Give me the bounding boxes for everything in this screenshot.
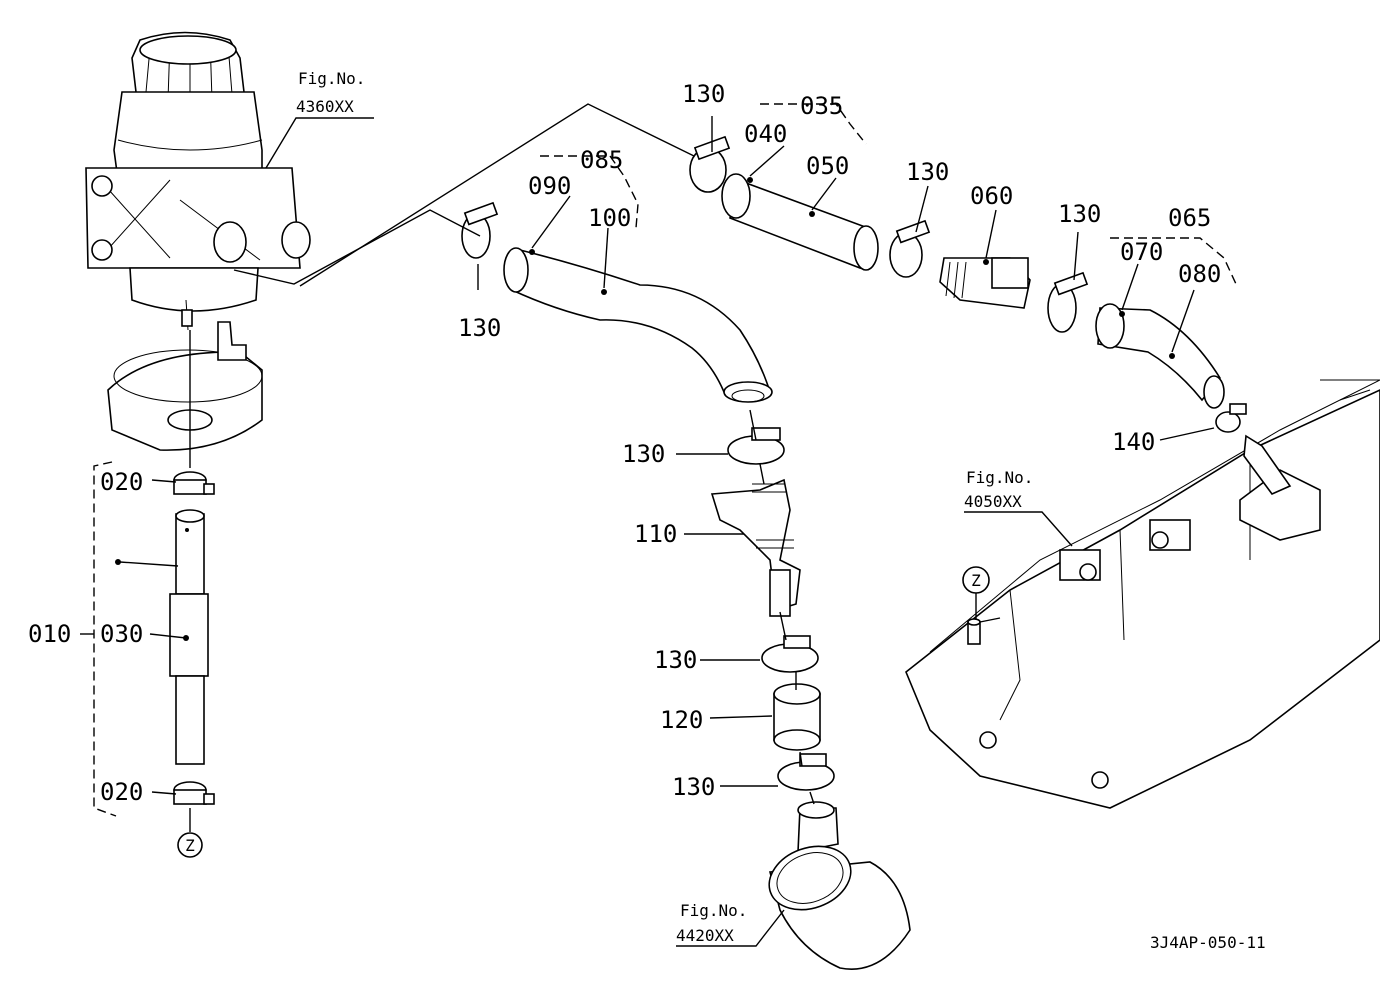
clamp-130-f <box>761 635 819 673</box>
part-label-130-b: 130 <box>682 80 725 108</box>
z-marker-bottom: Z <box>177 832 203 858</box>
bracket-035 <box>760 103 867 145</box>
part-label-060: 060 <box>970 182 1013 210</box>
elbow-080 <box>1095 303 1225 409</box>
part-label-040: 040 <box>744 120 787 148</box>
part-label-020-upper: 020 <box>100 468 143 496</box>
part-label-130-f: 130 <box>654 646 697 674</box>
fig-ref-4420-number: 4420XX <box>676 926 734 945</box>
part-label-050: 050 <box>806 152 849 180</box>
fig-ref-4420-title: Fig.No. <box>680 901 747 920</box>
part-label-030: 030 <box>100 620 143 648</box>
leader-lines <box>80 103 1215 947</box>
sleeve-120 <box>773 683 821 751</box>
clamp-130-b <box>689 135 731 193</box>
part-label-080: 080 <box>1178 260 1221 288</box>
fig-ref-4050-number: 4050XX <box>964 492 1022 511</box>
rocker-cover-4050 <box>905 379 1380 809</box>
part-label-130-a: 130 <box>458 314 501 342</box>
part-label-020-lower: 020 <box>100 778 143 806</box>
valve-110 <box>710 478 801 617</box>
part-label-140: 140 <box>1112 428 1155 456</box>
part-label-090: 090 <box>528 172 571 200</box>
hose-030 <box>169 509 209 765</box>
part-label-100: 100 <box>588 204 631 232</box>
intake-pipe-4420 <box>768 801 911 970</box>
part-label-120: 120 <box>660 706 703 734</box>
part-label-130-e: 130 <box>622 440 665 468</box>
clamp-130-a <box>461 201 499 259</box>
fig-ref-4360-title: Fig.No. <box>298 69 365 88</box>
z-marker-bottom-label: Z <box>185 836 195 855</box>
bracket-085 <box>540 155 639 229</box>
bracket-065 <box>1110 237 1237 285</box>
clip-140 <box>1215 403 1247 433</box>
sensor-060 <box>939 257 1031 309</box>
shield-cup <box>107 321 263 451</box>
hose-050 <box>721 173 879 271</box>
part-label-070: 070 <box>1120 238 1163 266</box>
hose-100 <box>503 247 773 403</box>
clamp-130-c <box>889 219 931 278</box>
fig-ref-4050-title: Fig.No. <box>966 468 1033 487</box>
clamp-130-g <box>777 753 835 791</box>
part-label-065: 065 <box>1168 204 1211 232</box>
leader-dots <box>115 177 1175 641</box>
part-label-010: 010 <box>28 620 71 648</box>
part-label-130-c: 130 <box>906 158 949 186</box>
clip-020-lower <box>173 781 215 805</box>
part-label-035: 035 <box>800 92 843 120</box>
clamp-130-d <box>1047 271 1089 333</box>
part-label-110: 110 <box>634 520 677 548</box>
bracket-010 <box>93 461 117 817</box>
clip-020-upper <box>173 471 215 495</box>
oil-separator-assembly <box>85 31 311 331</box>
z-marker-top-label: Z <box>971 571 981 590</box>
clamp-130-e <box>727 427 785 465</box>
z-marker-top: Z <box>962 566 990 620</box>
fig-ref-4360-number: 4360XX <box>296 97 354 116</box>
drawing-code: 3J4AP-050-11 <box>1150 933 1266 952</box>
centerline-3 <box>749 409 815 805</box>
part-label-130-g: 130 <box>672 773 715 801</box>
part-label-085: 085 <box>580 146 623 174</box>
part-label-130-d: 130 <box>1058 200 1101 228</box>
